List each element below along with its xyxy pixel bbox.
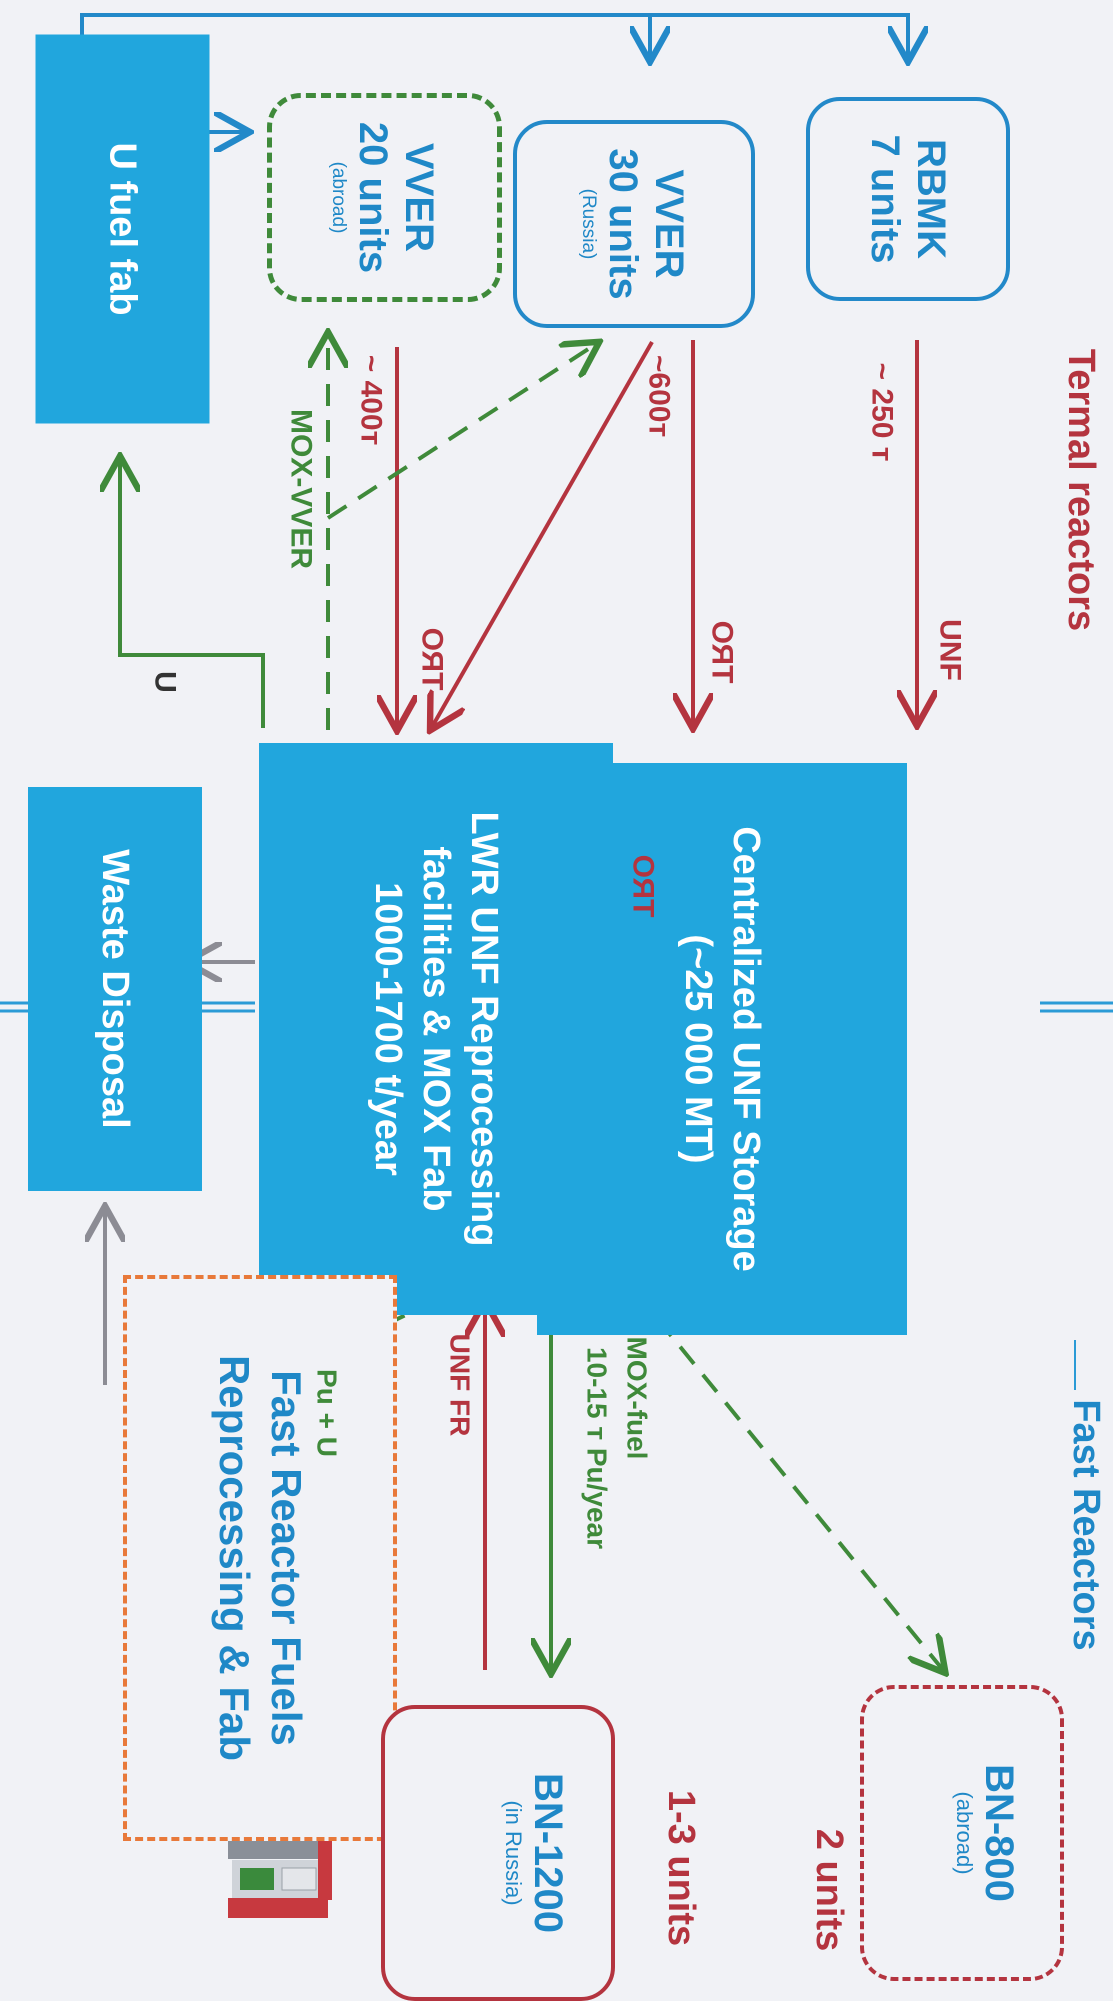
reprocessing-line-2: facilities & MOX Fab (415, 846, 457, 1212)
rbmk-quantity: ~ 250 т (865, 362, 899, 462)
thermal-reactors-title: Termal reactors (1059, 348, 1102, 632)
pu-u-label: Pu + U (311, 1369, 343, 1457)
u-fuel-fab-box: U fuel fab (35, 34, 210, 424)
arrow-u-to-fuel-fab (120, 460, 265, 728)
unf-fr-label: UNF FR (444, 1333, 476, 1437)
bn1200-count: 1-3 units (659, 1789, 702, 1947)
vver-abroad-units: 20 units (351, 121, 396, 274)
unf-label: UNF (933, 619, 967, 681)
oyat-label-1: ОЯТ (705, 620, 739, 684)
oyat-label-2: ОЯТ (415, 627, 449, 691)
vver-russia-location: (Russia) (578, 188, 599, 260)
vver-abroad-name: VVER (397, 143, 442, 252)
bn800-location: (abroad) (952, 1791, 977, 1875)
vver-russia-name: VVER (647, 169, 691, 279)
bn800-name: BN-800 (977, 1764, 1021, 1902)
vver-russia-quantity: ~600т (642, 354, 676, 438)
waste-label: Waste Disposal (94, 849, 136, 1129)
waste-disposal-box: Waste Disposal (28, 787, 202, 1191)
arrow-mox-vver-russia (326, 344, 596, 520)
mox-vver-label: MOX-VVER (284, 408, 318, 570)
bn1200-name: BN-1200 (526, 1772, 570, 1934)
oyat-label-3: ОЯТ (626, 854, 660, 918)
mox-quantity-label: 10-15 т Pu/year (581, 1346, 613, 1550)
bn800-box: BN-800 (abroad) (860, 1685, 1064, 1981)
vver-russia-units: 30 units (601, 148, 645, 300)
vver-abroad-box: VVER 20 units (abroad) (267, 93, 502, 302)
storage-capacity: (~25 000 MT) (677, 934, 719, 1164)
bn800-count: 2 units (807, 1828, 850, 1952)
fast-fab-box: Fast Reactor Fuels Reprocessing & Fab (123, 1275, 397, 1841)
storage-title: Centralized UNF Storage (725, 826, 767, 1272)
fast-reactors-title: Fast Reactors (1064, 1399, 1107, 1651)
vver-russia-box: VVER 30 units (Russia) (513, 120, 755, 328)
rbmk-units: 7 units (863, 134, 907, 264)
arrow-vver-russia-reprocessing (432, 341, 654, 727)
mox-fuel-label: MOX-fuel (621, 1336, 653, 1460)
rbmk-box: RBMK 7 units (806, 97, 1010, 301)
reprocessing-capacity: 1000-1700 t/year (367, 882, 409, 1176)
u-fuel-fab-label: U fuel fab (101, 142, 144, 316)
fast-fab-line-2: Reprocessing & Fab (211, 1354, 258, 1762)
fast-fab-line-1: Fast Reactor Fuels (263, 1370, 310, 1746)
rbmk-name: RBMK (909, 139, 953, 259)
bn1200-box: BN-1200 (in Russia) (381, 1705, 615, 2001)
u-label: U (148, 671, 182, 693)
vver-abroad-quantity: ~ 400т (354, 354, 388, 446)
vver-abroad-location: (abroad) (328, 161, 350, 234)
lwr-reprocessing-box: LWR UNF Reprocessing facilities & MOX Fa… (259, 743, 613, 1315)
reprocessing-line-1: LWR UNF Reprocessing (463, 811, 505, 1247)
bn1200-location: (in Russia) (501, 1800, 526, 1906)
